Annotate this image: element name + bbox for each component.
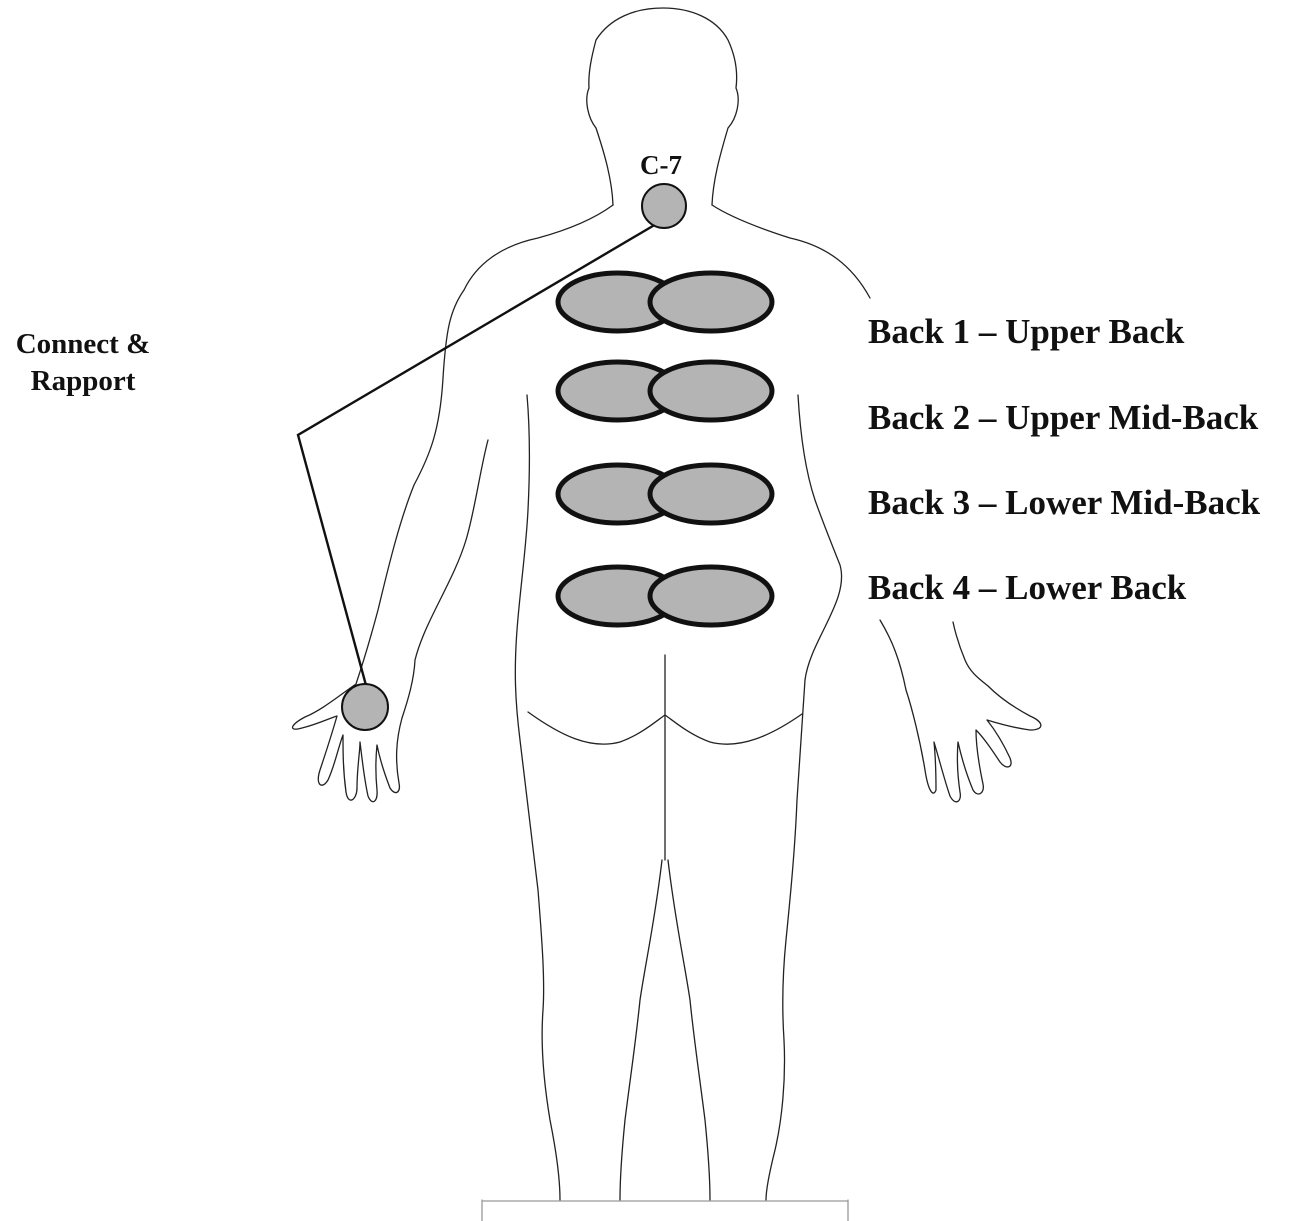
- back1-pad-pair: [558, 273, 772, 331]
- back4-label: Back 4 – Lower Back: [868, 568, 1186, 608]
- connect-label-line1: Connect &: [0, 326, 166, 363]
- base-line: [482, 1200, 848, 1221]
- connect-rapport-label: Connect & Rapport: [0, 326, 166, 400]
- back2-pad-pair: [558, 362, 772, 420]
- c7-contact-point: [642, 184, 686, 228]
- hand-contact-point: [342, 684, 388, 730]
- back3-right-pad: [650, 465, 772, 523]
- right-forearm-outline: [880, 620, 1041, 802]
- back1-label: Back 1 – Upper Back: [868, 312, 1184, 352]
- back2-label: Back 2 – Upper Mid-Back: [868, 398, 1258, 438]
- back3-pad-pair: [558, 465, 772, 523]
- torso-right-outline: [766, 395, 842, 1200]
- c7-label: C-7: [640, 150, 682, 181]
- connect-label-line2: Rapport: [0, 363, 166, 400]
- back1-right-pad: [650, 273, 772, 331]
- inner-right-leg-outline: [668, 860, 710, 1200]
- back4-right-pad: [650, 567, 772, 625]
- back3-label: Back 3 – Lower Mid-Back: [868, 483, 1260, 523]
- back-pads: [558, 273, 772, 625]
- back2-right-pad: [650, 362, 772, 420]
- torso-left-outline: [515, 395, 560, 1200]
- back4-pad-pair: [558, 567, 772, 625]
- inner-left-leg-outline: [620, 860, 662, 1200]
